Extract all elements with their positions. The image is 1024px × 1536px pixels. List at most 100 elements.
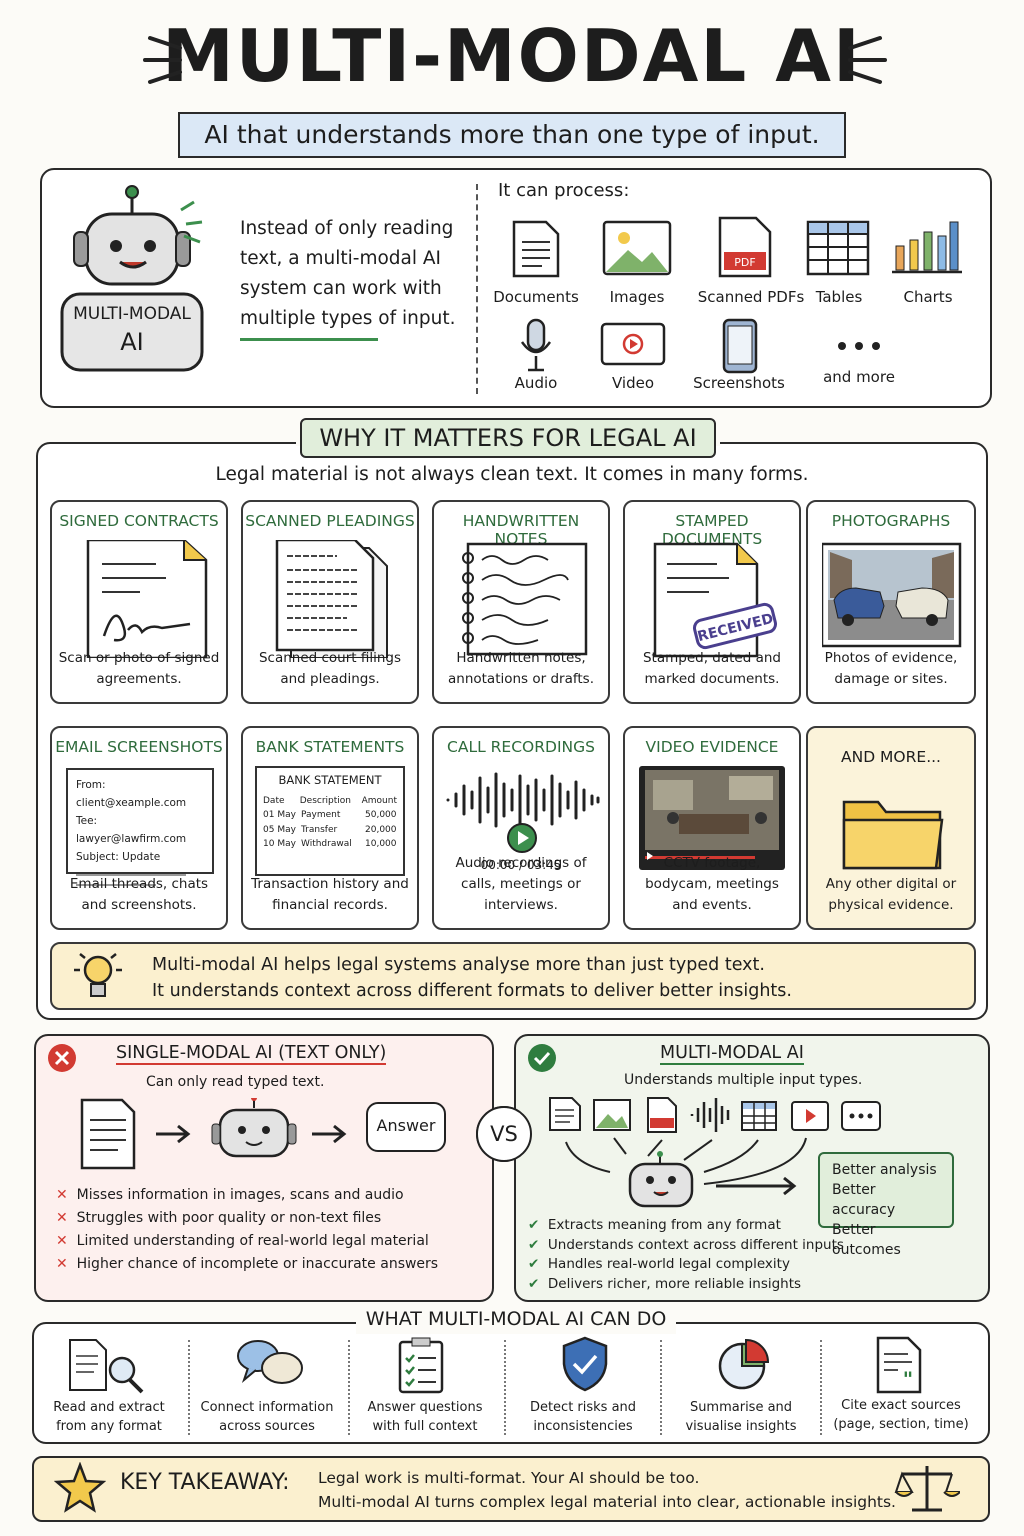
- folder-icon: [842, 800, 944, 870]
- type-label-scanned-pdfs: Scanned PDFs: [697, 288, 805, 306]
- card-and-more: AND MORE... Any other digital or physica…: [806, 726, 976, 930]
- stamped-document-icon: RECEIVED: [653, 542, 778, 658]
- list-item: ✔ Extracts meaning from any format: [528, 1217, 781, 1233]
- outcome-item: Better outcomes: [832, 1222, 901, 1258]
- image-icon: [602, 220, 672, 276]
- list-item: ✕ Misses information in images, scans an…: [56, 1187, 404, 1203]
- vs-badge-front: VS: [476, 1106, 532, 1162]
- insight-text: Multi-modal AI helps legal systems analy…: [152, 952, 792, 1004]
- outcome-item: Better analysis: [832, 1162, 937, 1178]
- bank-sheet-title: BANK STATEMENT: [278, 773, 382, 787]
- card-title: SIGNED CONTRACTS: [59, 512, 219, 530]
- card-handwritten-notes: HANDWRITTEN NOTES Handwritten notes, ann…: [432, 500, 610, 704]
- single-modal-title: SINGLE-MODAL AI (TEXT ONLY): [116, 1043, 387, 1065]
- pdf-icon: PDF: [718, 216, 772, 278]
- card-desc: Handwritten notes, annotations or drafts…: [447, 650, 595, 687]
- x-icon: ✕: [56, 1256, 68, 1272]
- email-from: From: client@xeample.com: [76, 779, 187, 809]
- list-item: ✔ Handles real-world legal complexity: [528, 1256, 790, 1272]
- signed-contract-icon: [86, 540, 208, 658]
- phone-icon: [722, 318, 758, 374]
- scales-of-justice-icon: [894, 1466, 960, 1512]
- list-item: ✕ Higher chance of incomplete or inaccur…: [56, 1256, 439, 1272]
- card-title: BANK STATEMENTS: [255, 738, 405, 756]
- bar-chart-icon: [892, 221, 962, 274]
- page-title: MULTI-MODAL AI: [162, 14, 862, 98]
- insight-line-2: It understands context across different …: [152, 981, 792, 1001]
- card-desc: Scan or photo of signed agreements.: [58, 650, 220, 687]
- list-item: ✔ Understands context across different i…: [528, 1236, 844, 1253]
- col-amount: Amount: [361, 795, 397, 806]
- card-video-evidence: VIDEO EVIDENCE CCTV footage, bodycam, me…: [623, 726, 801, 930]
- check-icon: ✔: [528, 1256, 540, 1272]
- notebook-icon: [462, 542, 588, 656]
- microphone-icon: [520, 318, 552, 372]
- pdf-tag: PDF: [734, 256, 755, 269]
- type-label-images: Images: [609, 288, 665, 306]
- card-desc: Email threads, chats and screenshots.: [69, 876, 209, 913]
- why-heading: WHY IT MATTERS FOR LEGAL AI: [300, 418, 716, 458]
- robot-label-2: AI: [120, 328, 144, 356]
- card-stamped-documents: STAMPED DOCUMENTS RECEIVED Stamped, date…: [623, 500, 801, 704]
- intro-divider: [476, 184, 478, 394]
- scanned-pages-icon: [275, 540, 388, 658]
- can-do-cite: Cite exact sources(page, section, time): [833, 1398, 969, 1432]
- card-call-recordings: CALL RECORDINGS 00:00 / 03:45 Audio reco…: [432, 726, 610, 930]
- outcome-item: Better accuracy: [832, 1182, 896, 1218]
- shield-check-icon: [562, 1336, 608, 1392]
- card-title: PHOTOGRAPHS: [831, 512, 951, 530]
- card-desc: Scanned court filings and pleadings.: [258, 650, 402, 687]
- x-icon: ✕: [56, 1233, 68, 1249]
- single-flow-diagram: [80, 1098, 347, 1170]
- list-item: ✕ Struggles with poor quality or non-tex…: [56, 1210, 382, 1226]
- type-label-documents: Documents: [493, 288, 579, 306]
- card-desc: Photos of evidence, damage or sites.: [824, 650, 958, 687]
- card-title: CALL RECORDINGS: [447, 738, 595, 756]
- accident-photo-icon: [822, 542, 962, 648]
- type-label-more: and more: [823, 368, 895, 386]
- process-title: It can process:: [498, 180, 630, 201]
- email-to: Tee: lawyer@lawfirm.com: [76, 815, 187, 845]
- list-item: ✕ Limited understanding of real-world le…: [56, 1233, 429, 1249]
- card-email-screenshots: EMAIL SCREENSHOTS From: client@xeample.c…: [50, 726, 228, 930]
- card-desc: Audio recordings of calls, meetings or i…: [455, 855, 587, 913]
- type-label-screenshots: Screenshots: [693, 374, 785, 392]
- subtitle-banner: AI that understands more than one type o…: [178, 112, 846, 158]
- robot-icon: [60, 185, 204, 372]
- answer-bubble: Answer: [366, 1102, 446, 1152]
- cctv-video-icon: [639, 766, 785, 870]
- chat-bubbles-icon: [237, 1340, 303, 1384]
- svg-text:": ": [903, 1367, 913, 1391]
- email-subject: Subject: Update: [76, 851, 161, 863]
- check-icon: ✔: [528, 1236, 540, 1253]
- card-desc: Stamped, dated and marked documents.: [642, 650, 781, 687]
- card-scanned-pleadings: SCANNED PLEADINGS Scanned court filings …: [241, 500, 419, 704]
- emphasis-marks-left: [143, 36, 182, 84]
- check-icon: ✔: [528, 1217, 540, 1233]
- check-circle-icon: [528, 1044, 556, 1072]
- can-do-heading: WHAT MULTI-MODAL AI CAN DO: [356, 1308, 676, 1334]
- intro-underline: [240, 338, 378, 341]
- card-title: VIDEO EVIDENCE: [645, 738, 779, 756]
- outcomes-box: Better analysis Better accuracy Better o…: [818, 1152, 954, 1258]
- type-label-tables: Tables: [815, 288, 863, 306]
- email-window: From: client@xeample.com Tee: lawyer@law…: [66, 768, 214, 886]
- can-do-separator: [504, 1340, 506, 1435]
- card-signed-contracts: SIGNED CONTRACTS Scan or photo of signed…: [50, 500, 228, 704]
- col-description: Description: [299, 795, 352, 806]
- card-photographs: PHOTOGRAPHS Photos of evidence, damage o…: [806, 500, 976, 704]
- multi-modal-points: ✔ Extracts meaning from any format ✔ Und…: [528, 1216, 844, 1294]
- play-button[interactable]: [506, 822, 538, 854]
- video-icon: [600, 322, 666, 366]
- type-label-video: Video: [611, 374, 655, 392]
- checklist-icon: [398, 1337, 444, 1394]
- card-desc: Any other digital or physical evidence.: [825, 876, 957, 913]
